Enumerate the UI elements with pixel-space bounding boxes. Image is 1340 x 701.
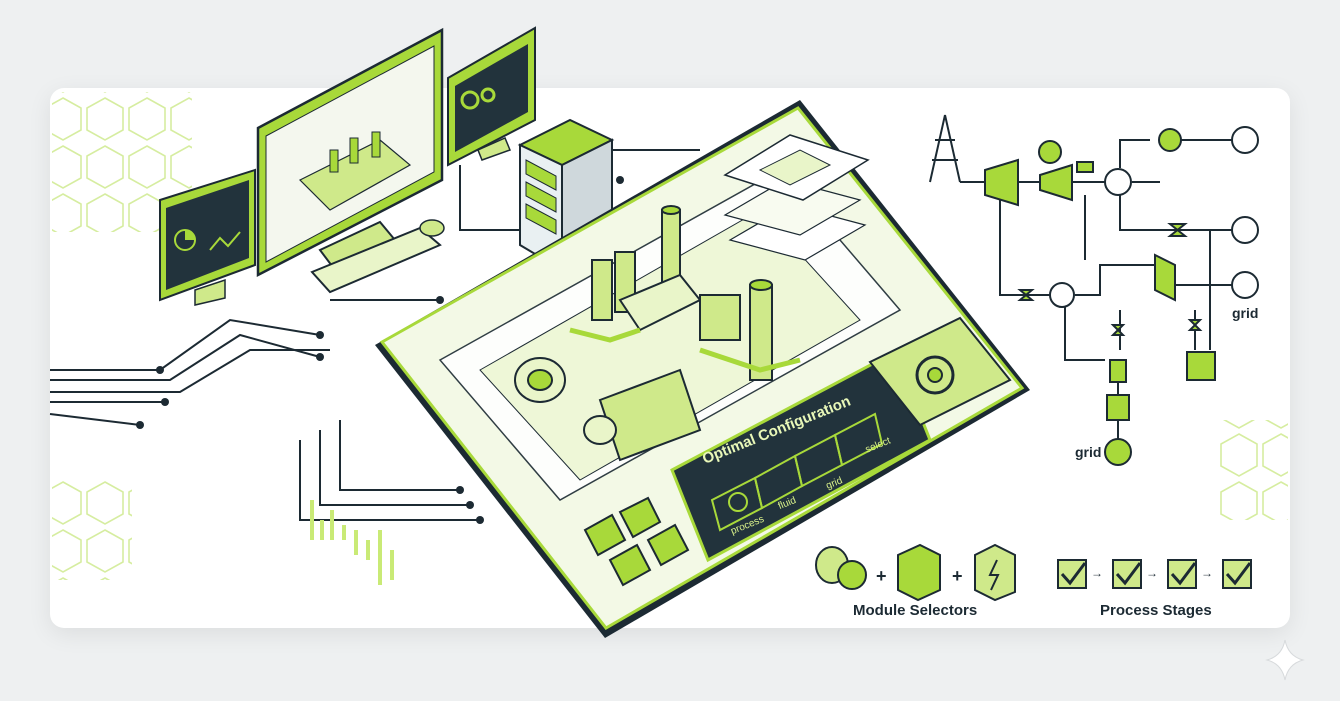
schematic-grid-label-right: grid — [1232, 305, 1259, 321]
honeycomb-right — [1218, 420, 1288, 520]
sparkle-icon — [1265, 639, 1305, 681]
process-stage-icons — [1057, 559, 1252, 589]
plant-equipment — [514, 205, 801, 462]
monitor-plant-cad — [256, 27, 445, 294]
module-selector-icons — [815, 543, 1016, 602]
monitor-analytics — [159, 168, 256, 306]
stage-arrow-2: → — [1146, 566, 1158, 580]
plus-sign-1: + — [876, 566, 887, 586]
bar-sparks — [310, 500, 394, 585]
stage-arrow-3: → — [1201, 566, 1213, 580]
plus-sign-2: + — [952, 566, 963, 586]
tablet-device — [375, 100, 1030, 638]
honeycomb-bottom-left — [52, 480, 132, 580]
module-selectors-caption: Module Selectors — [853, 602, 978, 619]
configuration-panel-shape — [670, 349, 932, 563]
monitor-settings — [447, 26, 536, 167]
schematic-grid-label-bottom: grid — [1075, 444, 1102, 460]
gear-tile — [868, 316, 1012, 427]
schematic-symbols — [929, 114, 1259, 466]
layered-blueprints — [723, 134, 870, 261]
circuit-wires — [49, 149, 700, 521]
circuit-nodes — [136, 176, 624, 524]
process-schematic — [960, 139, 1232, 440]
stage-arrow-1: → — [1091, 566, 1103, 580]
solar-panels — [583, 496, 690, 587]
process-stages-caption: Process Stages — [1100, 602, 1212, 619]
